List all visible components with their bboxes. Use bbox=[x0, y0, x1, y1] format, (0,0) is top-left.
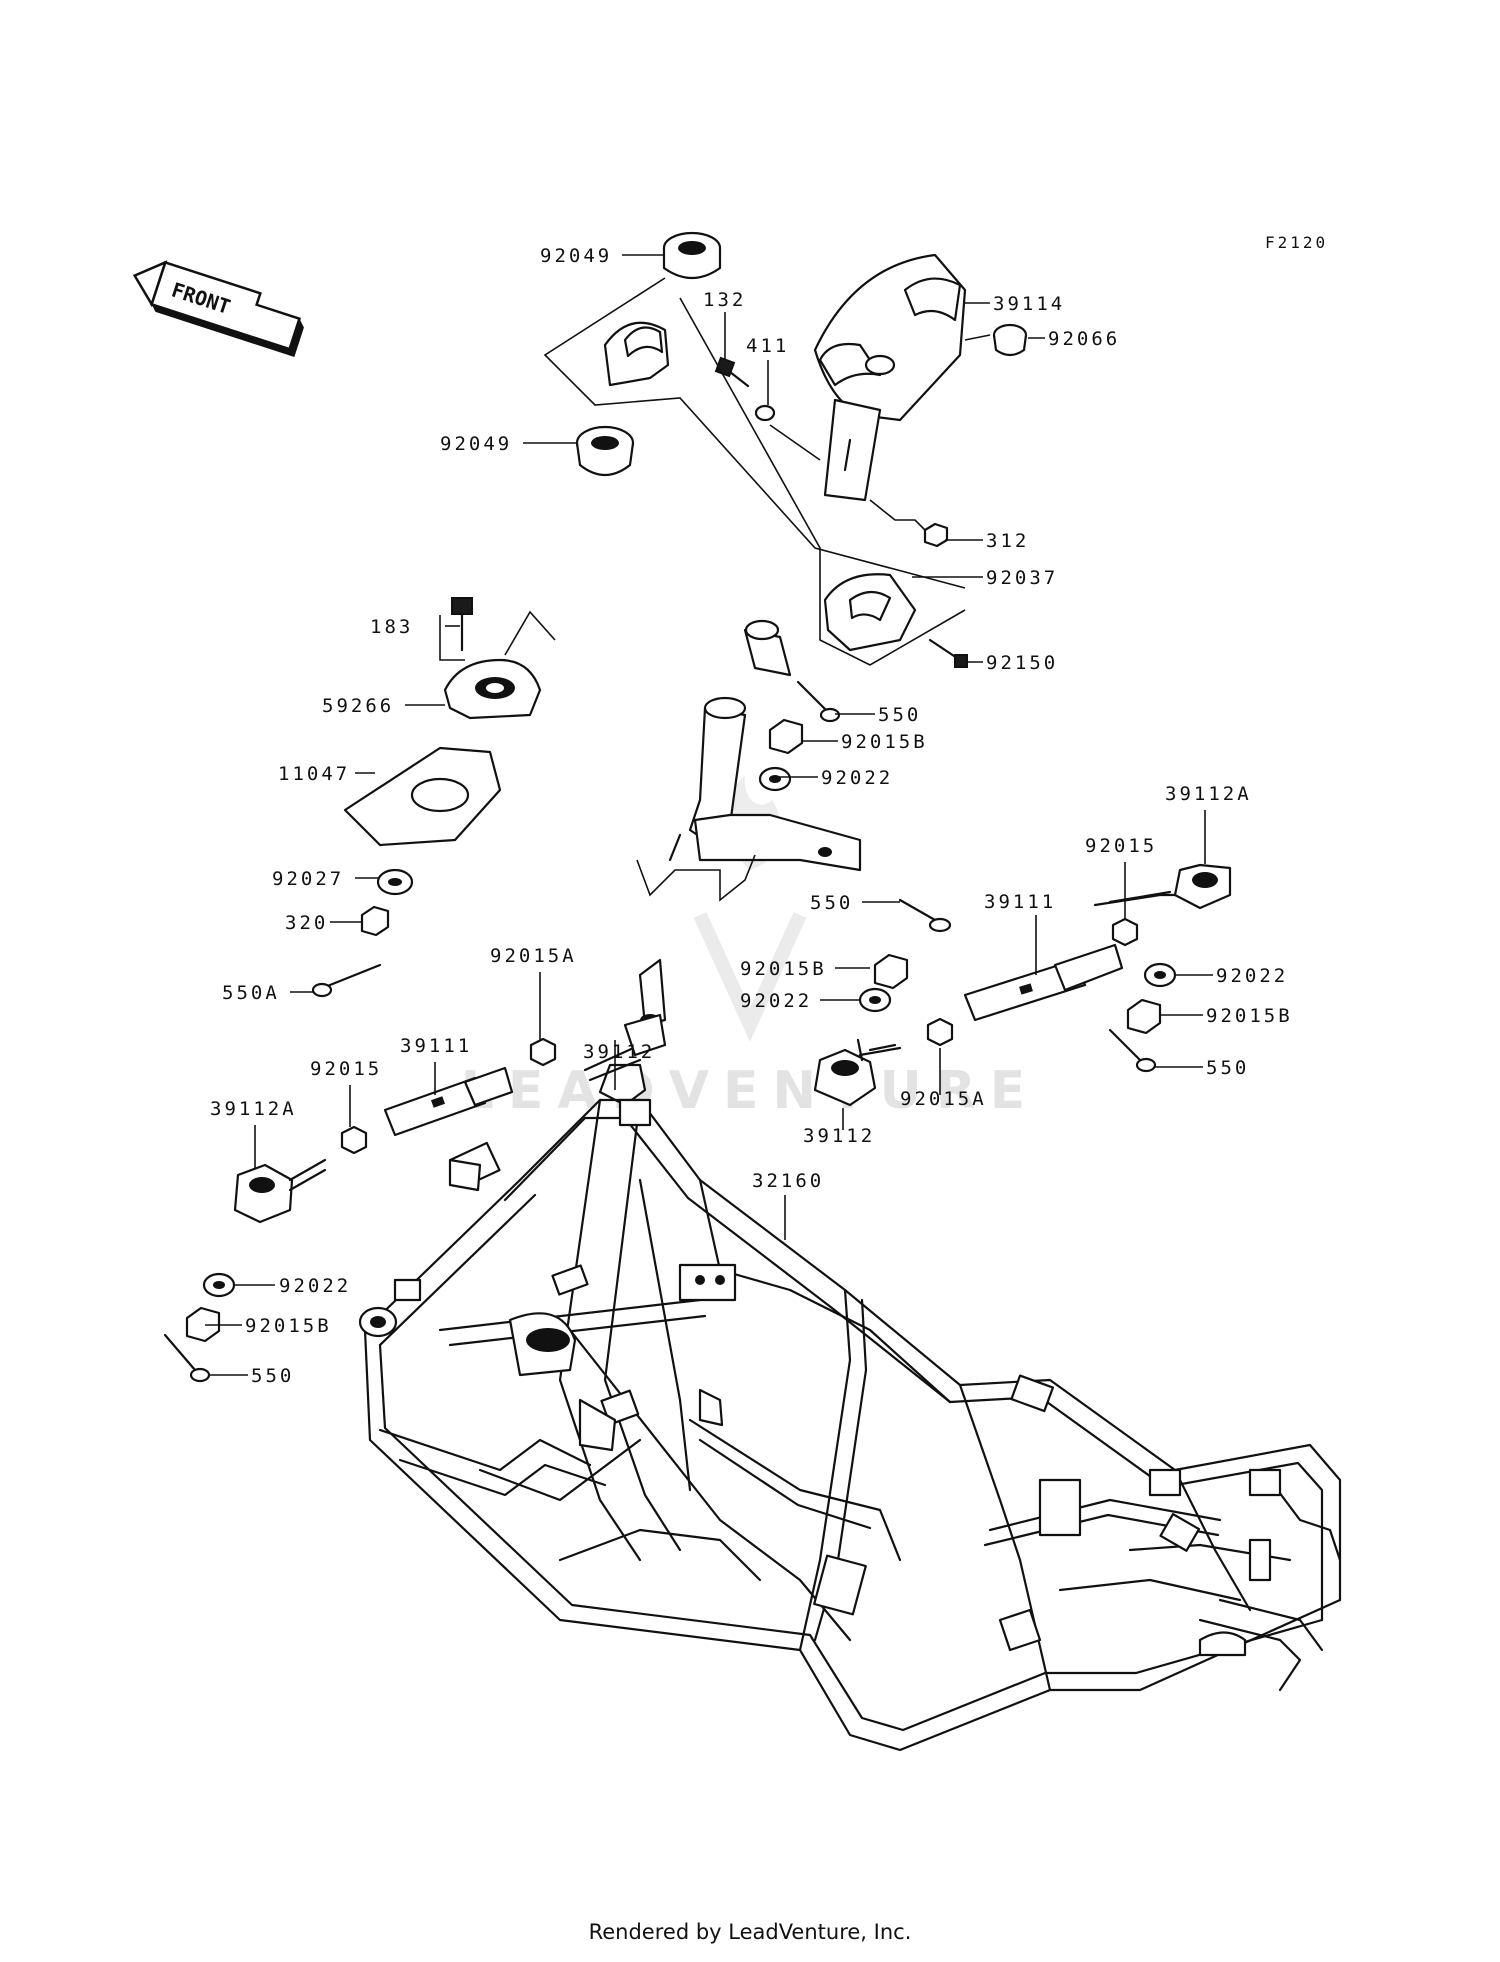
callout-39112-right: 39112 bbox=[803, 1125, 875, 1147]
callout-92015B-b: 92015B bbox=[740, 958, 827, 980]
callout-92015B-d: 92015B bbox=[245, 1315, 332, 1337]
callout-11047: 11047 bbox=[278, 763, 350, 785]
callout-183: 183 bbox=[370, 616, 413, 638]
callout-92027: 92027 bbox=[272, 868, 344, 890]
callout-550-b: 550 bbox=[810, 892, 853, 914]
callout-labels: 92049 132 411 39114 92066 92049 312 9203… bbox=[210, 245, 1293, 1387]
callout-92015A-left: 92015A bbox=[490, 945, 577, 967]
callout-92015A-right: 92015A bbox=[900, 1088, 987, 1110]
tie-rod-assembly bbox=[163, 680, 1232, 1383]
callout-92015B-a: 92015B bbox=[841, 731, 928, 753]
watermark-text: LEADVENTURE bbox=[461, 1061, 1040, 1121]
callout-92037: 92037 bbox=[986, 567, 1058, 589]
steering-shaft-assembly bbox=[311, 597, 862, 998]
handlebar-holder-assembly bbox=[543, 231, 1028, 668]
callout-39112A-right: 39112A bbox=[1165, 783, 1252, 805]
callout-39112-left: 39112 bbox=[583, 1041, 655, 1063]
callout-550-d: 550 bbox=[251, 1365, 294, 1387]
callout-550-a: 550 bbox=[878, 704, 921, 726]
callout-32160: 32160 bbox=[752, 1170, 824, 1192]
callout-92015-right: 92015 bbox=[1085, 835, 1157, 857]
callout-411: 411 bbox=[746, 335, 789, 357]
callout-92022-d: 92022 bbox=[279, 1275, 351, 1297]
callout-92049-top: 92049 bbox=[540, 245, 612, 267]
frame-32160 bbox=[358, 1098, 1342, 1752]
footer-credit: Rendered by LeadVenture, Inc. bbox=[588, 1920, 912, 1944]
callout-92066: 92066 bbox=[1048, 328, 1120, 350]
callout-132: 132 bbox=[703, 289, 746, 311]
callout-39112A-left: 39112A bbox=[210, 1098, 297, 1120]
callout-550-c: 550 bbox=[1206, 1057, 1249, 1079]
callout-39111-right: 39111 bbox=[984, 891, 1056, 913]
callout-39114: 39114 bbox=[993, 293, 1065, 315]
callout-320: 320 bbox=[285, 912, 328, 934]
front-arrow-icon: FRONT bbox=[132, 260, 304, 357]
leader-lines bbox=[205, 254, 1213, 1376]
callout-92150: 92150 bbox=[986, 652, 1058, 674]
callout-550A: 550A bbox=[222, 982, 280, 1004]
figure-code: F2120 bbox=[1265, 233, 1328, 252]
callout-39111-left: 39111 bbox=[400, 1035, 472, 1057]
callout-92022-a: 92022 bbox=[821, 767, 893, 789]
callout-92022-c: 92022 bbox=[1216, 965, 1288, 987]
callout-59266: 59266 bbox=[322, 695, 394, 717]
callout-312: 312 bbox=[986, 530, 1029, 552]
callout-92022-b: 92022 bbox=[740, 990, 812, 1012]
callout-92015-left: 92015 bbox=[310, 1058, 382, 1080]
callout-92015B-c: 92015B bbox=[1206, 1005, 1293, 1027]
callout-92049-mid: 92049 bbox=[440, 433, 512, 455]
